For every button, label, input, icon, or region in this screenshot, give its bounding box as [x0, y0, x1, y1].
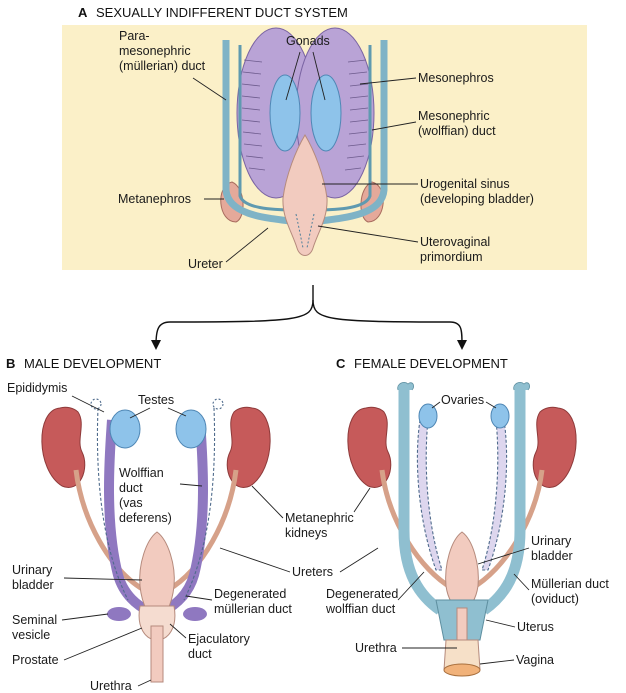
label-seminal-1: Seminal — [12, 613, 57, 627]
label-metanephros: Metanephros — [118, 192, 191, 206]
label-urogenital-1: Urogenital sinus — [420, 177, 510, 191]
seminal-vesicle-right — [183, 607, 207, 621]
label-seminal-2: vesicle — [12, 628, 50, 642]
label-paramesonephric-1: Para- — [119, 29, 150, 43]
panel-c-letter: C — [336, 356, 346, 371]
label-mesonephric-2: (wolffian) duct — [418, 124, 496, 138]
urethra-male — [151, 626, 163, 682]
label-gonads: Gonads — [286, 34, 330, 48]
label-urethra-female: Urethra — [355, 641, 397, 655]
label-urinary-male-2: bladder — [12, 578, 54, 592]
label-uterovaginal-2: primordium — [420, 250, 483, 264]
label-wolffian-2: duct — [119, 481, 143, 495]
label-mullerian-2: (oviduct) — [531, 592, 579, 606]
label-metanephric-1: Metanephric — [285, 511, 354, 525]
label-ureters: Ureters — [292, 565, 333, 579]
label-paramesonephric-2: mesonephric — [119, 44, 191, 58]
label-degenerated-mullerian-1: Degenerated — [214, 587, 286, 601]
label-epididymis: Epididymis — [7, 381, 67, 395]
label-wolffian-4: deferens) — [119, 511, 172, 525]
label-wolffian-3: (vas — [119, 496, 143, 510]
label-urinary-male-1: Urinary — [12, 563, 53, 577]
label-paramesonephric-3: (müllerian) duct — [119, 59, 206, 73]
vaginal-opening — [444, 664, 480, 676]
gonad-right — [311, 75, 341, 151]
ovary-left — [419, 404, 437, 428]
label-testes: Testes — [138, 393, 174, 407]
panel-a-letter: A — [78, 5, 88, 20]
ovary-right — [491, 404, 509, 428]
label-ovaries: Ovaries — [441, 393, 484, 407]
label-urinary-female-1: Urinary — [531, 534, 572, 548]
panel-a: A SEXUALLY INDIFFERENT DUCT SYSTEM Para- — [62, 5, 587, 271]
panel-c: C FEMALE DEVELOPMENT Ovaries Uri — [325, 356, 609, 676]
panel-c-heading: FEMALE DEVELOPMENT — [354, 356, 508, 371]
testis-right — [176, 410, 206, 448]
panel-b: B MALE DEVELOPMENT Epididymis — [6, 356, 292, 693]
shared-labels: Metanephric kidneys Ureters — [220, 486, 378, 579]
label-uterus: Uterus — [517, 620, 554, 634]
gonad-left — [270, 75, 300, 151]
label-wolffian-1: Wolffian — [119, 466, 164, 480]
label-mullerian-1: Müllerian duct — [531, 577, 609, 591]
label-ejaculatory-1: Ejaculatory — [188, 632, 251, 646]
label-degenerated-mullerian-2: müllerian duct — [214, 602, 292, 616]
branch-arrow — [151, 285, 467, 350]
label-uterovaginal-1: Uterovaginal — [420, 235, 490, 249]
label-ejaculatory-2: duct — [188, 647, 212, 661]
label-ureter: Ureter — [188, 257, 223, 271]
label-urogenital-2: (developing bladder) — [420, 192, 534, 206]
label-vagina: Vagina — [516, 653, 554, 667]
panel-a-heading: SEXUALLY INDIFFERENT DUCT SYSTEM — [96, 5, 348, 20]
label-urinary-female-2: bladder — [531, 549, 573, 563]
seminal-vesicle-left — [107, 607, 131, 621]
label-metanephric-2: kidneys — [285, 526, 327, 540]
label-mesonephric-1: Mesonephric — [418, 109, 490, 123]
panel-b-heading: MALE DEVELOPMENT — [24, 356, 161, 371]
label-degenerated-wolffian-2: wolffian duct — [325, 602, 396, 616]
label-urethra-male: Urethra — [90, 679, 132, 693]
label-degenerated-wolffian-1: Degenerated — [326, 587, 398, 601]
panel-b-letter: B — [6, 356, 15, 371]
label-prostate: Prostate — [12, 653, 59, 667]
label-mesonephros: Mesonephros — [418, 71, 494, 85]
